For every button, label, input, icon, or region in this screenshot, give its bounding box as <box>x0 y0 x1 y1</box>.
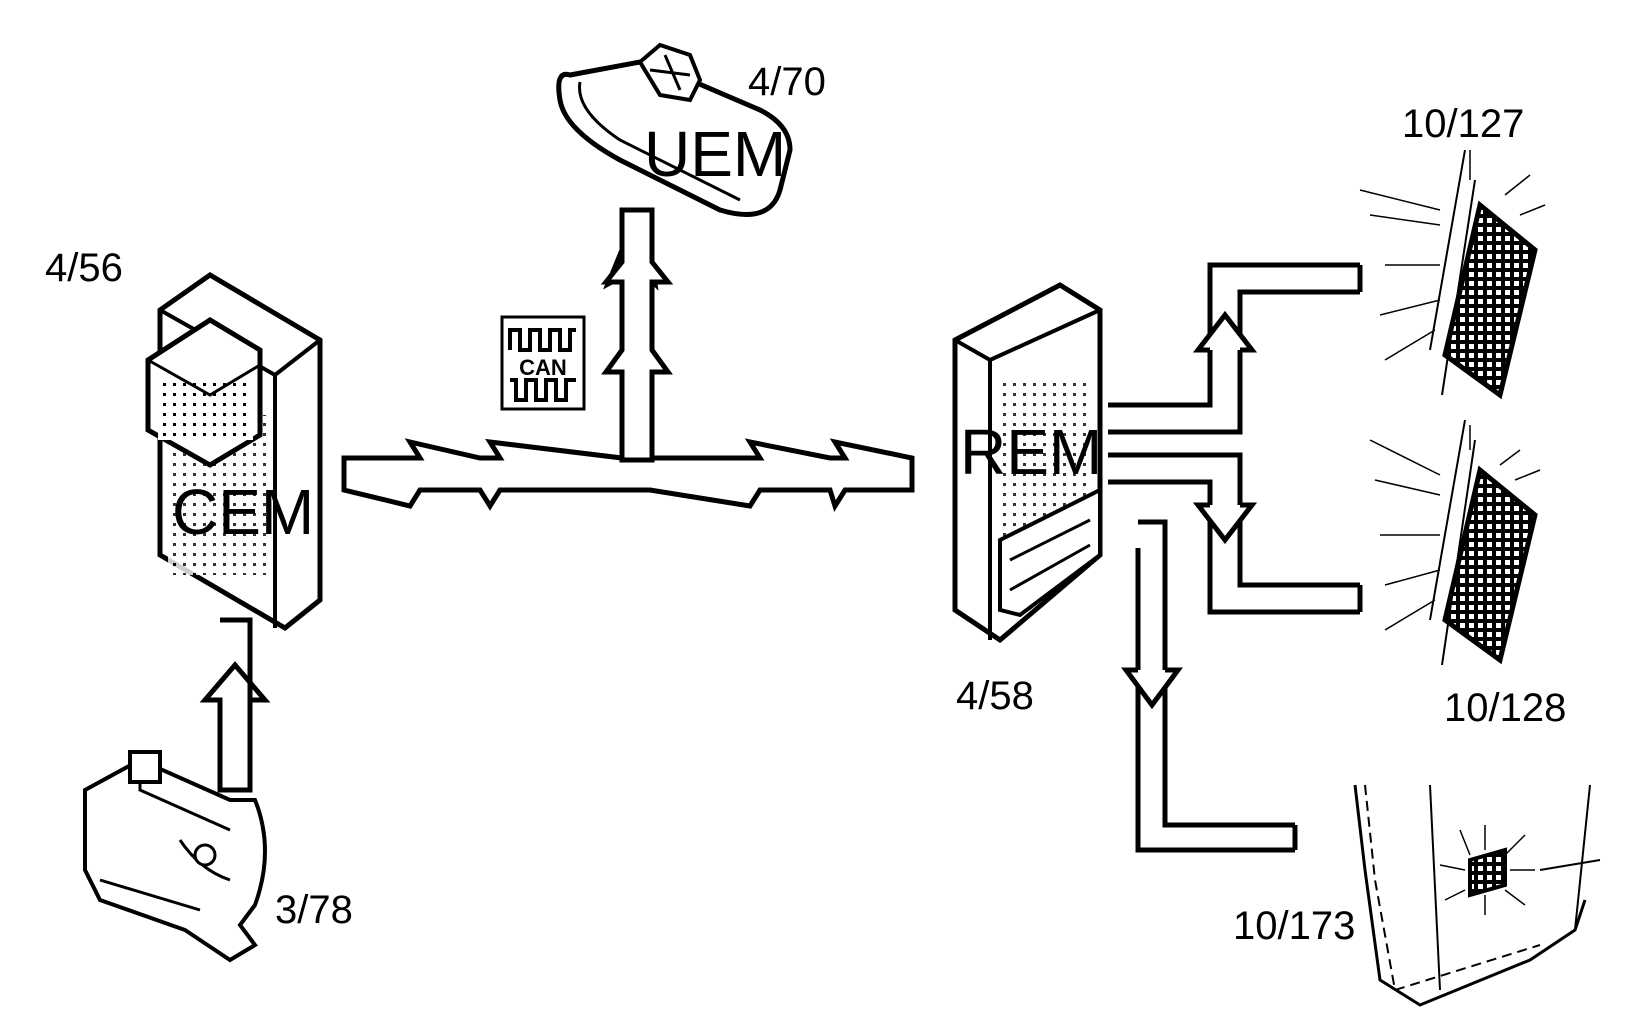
can-label: CAN <box>519 355 567 380</box>
rem-output-lower <box>1108 452 1363 615</box>
lamp-10-128 <box>1369 419 1541 666</box>
cem-ref-label: 4/56 <box>45 246 123 290</box>
cem-label: CEM <box>172 476 315 548</box>
lamp-10-127 <box>1359 149 1546 400</box>
bus-branch-uem <box>600 207 674 463</box>
lamp-upper-ref-label: 10/127 <box>1402 102 1525 146</box>
can-bus-symbol: CAN <box>500 315 586 411</box>
switch-to-cem-link <box>199 617 271 793</box>
uem-module <box>556 42 793 217</box>
rem-output-upper <box>1108 262 1363 435</box>
switch-ref-label: 3/78 <box>275 888 353 932</box>
lamp-door-ref-label: 10/173 <box>1233 904 1356 948</box>
uem-label: UEM <box>644 118 787 190</box>
lamp-lower-ref-label: 10/128 <box>1444 686 1567 730</box>
rem-ref-label: 4/58 <box>956 674 1034 718</box>
rem-output-door <box>1121 519 1298 853</box>
uem-ref-label: 4/70 <box>748 60 826 104</box>
cem-module <box>145 272 323 632</box>
rem-module <box>952 282 1103 644</box>
lamp-10-173 <box>1353 784 1601 1007</box>
switch-component <box>83 750 267 963</box>
rem-label: REM <box>960 416 1103 488</box>
